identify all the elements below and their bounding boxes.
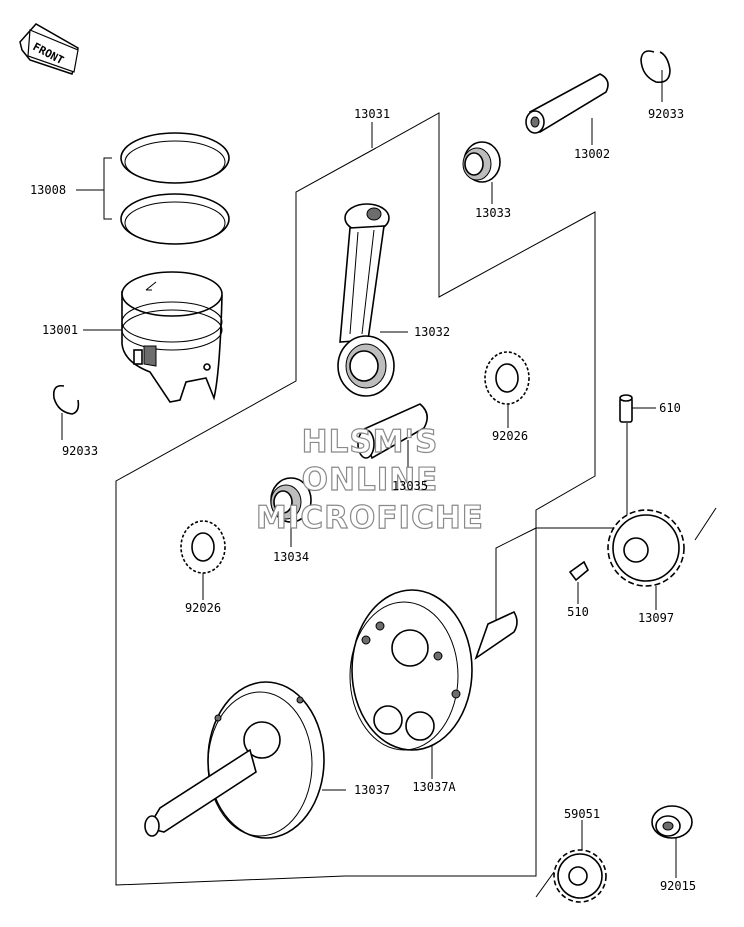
crank-half-right — [349, 589, 518, 751]
label-13008: 13008 — [30, 183, 66, 197]
part-labels: 13031 13008 13001 92033 92033 13002 1303… — [30, 107, 696, 893]
leader-lines — [61, 70, 677, 878]
assembly-outline — [115, 112, 596, 886]
dowel-pin — [619, 394, 633, 423]
piston — [121, 271, 223, 403]
crank-gear — [607, 509, 685, 587]
drive-gear — [553, 849, 607, 903]
watermark-line3: MICROFICHE — [256, 500, 484, 536]
label-13037: 13037 — [354, 783, 390, 797]
label-13033: 13033 — [475, 206, 511, 220]
gear-13097-arrow — [694, 507, 717, 541]
label-92015: 92015 — [660, 879, 696, 893]
crank-half-left — [144, 681, 325, 839]
label-13032: 13032 — [414, 325, 450, 339]
label-92026-left: 92026 — [185, 601, 221, 615]
label-13001: 13001 — [42, 323, 78, 337]
label-610: 610 — [659, 401, 681, 415]
label-510: 510 — [567, 605, 589, 619]
rings-bracket — [103, 157, 112, 220]
label-92033-left: 92033 — [62, 444, 98, 458]
flange-nut — [651, 805, 693, 839]
label-13034: 13034 — [273, 550, 309, 564]
label-13097: 13097 — [638, 611, 674, 625]
label-13037A: 13037A — [412, 780, 456, 794]
watermark-line1: HLSM'S — [302, 424, 439, 460]
woodruff-key — [568, 560, 589, 582]
circlip-upper — [640, 50, 671, 84]
label-13002: 13002 — [574, 147, 610, 161]
circlip-lower — [52, 384, 80, 415]
label-13035: 13035 — [392, 479, 428, 493]
gear-59051-arrow — [535, 871, 555, 898]
piston-rings — [120, 132, 230, 245]
thrust-washer-right — [484, 351, 530, 405]
label-92033-top: 92033 — [648, 107, 684, 121]
thrust-washer-left — [180, 520, 226, 574]
piston-pin — [525, 73, 609, 134]
assembly-leader — [495, 527, 537, 625]
connecting-rod — [337, 203, 395, 397]
watermark-line2: ONLINE — [302, 462, 439, 498]
label-92026-right: 92026 — [492, 429, 528, 443]
watermark: HLSM'S ONLINE MICROFICHE — [255, 423, 484, 536]
label-59051: 59051 — [564, 807, 600, 821]
label-13031: 13031 — [354, 107, 390, 121]
big-end-bearing — [270, 477, 312, 523]
crank-pin — [357, 403, 428, 460]
front-badge: FRONT — [19, 23, 79, 75]
small-end-bearing — [462, 141, 501, 183]
